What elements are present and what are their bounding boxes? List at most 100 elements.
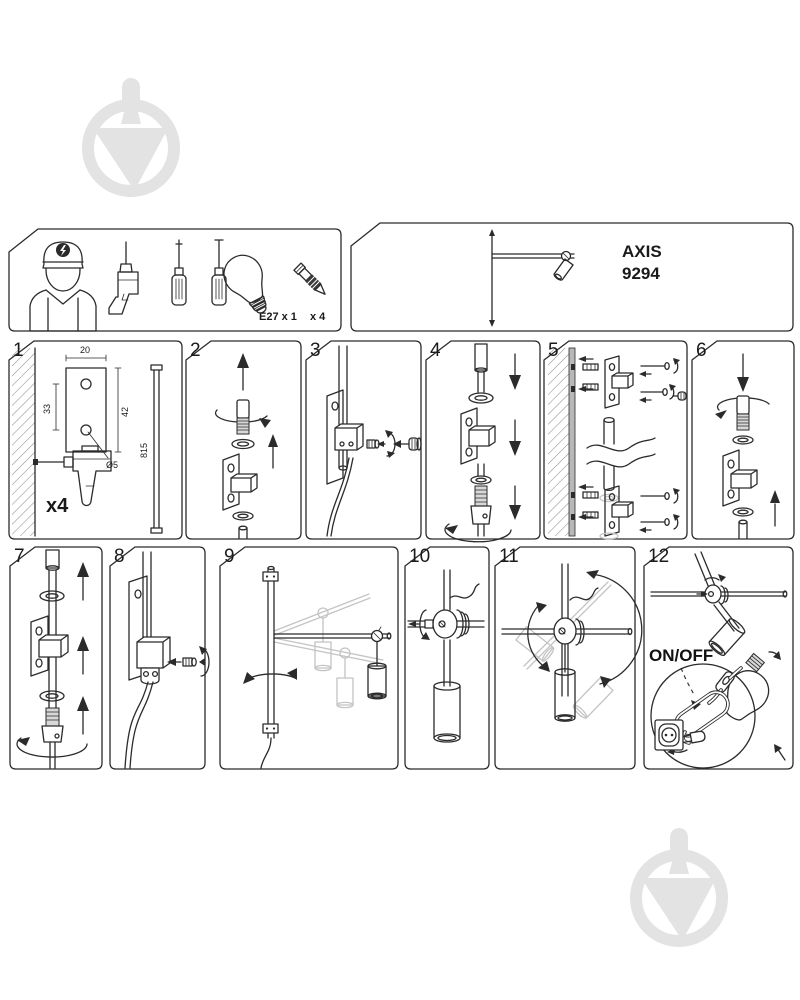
tools-required-box: E27 x 1 x 4 bbox=[8, 228, 342, 332]
step-8-panel: 8 bbox=[109, 546, 210, 770]
rotation-arrow bbox=[243, 668, 297, 684]
holes-qty-label: x4 bbox=[46, 495, 69, 517]
electrician-worker-icon bbox=[29, 241, 97, 332]
bulb-socket-label: E27 x 1 bbox=[259, 311, 297, 323]
step-7-panel: 7 bbox=[9, 546, 103, 770]
mounting-plate-dimension-drawing: 20 33 42 Ø5 bbox=[42, 345, 130, 470]
step-number: 4 bbox=[430, 340, 441, 361]
step-number: 10 bbox=[409, 546, 431, 567]
step-number: 1 bbox=[13, 340, 24, 361]
wall-bracket bbox=[604, 485, 634, 537]
wall-plug-screw-icon bbox=[293, 262, 326, 295]
wall-bracket bbox=[30, 615, 69, 677]
threaded-coupler bbox=[470, 485, 492, 537]
step-12-panel: 12 ON/OFF bbox=[643, 546, 794, 770]
step-number: 5 bbox=[548, 340, 559, 361]
up-arrow bbox=[770, 490, 780, 527]
rotation-arrow bbox=[715, 397, 770, 419]
step-11-panel: 11 bbox=[494, 546, 643, 770]
threaded-stud bbox=[736, 395, 750, 415]
rod-with-break bbox=[586, 416, 656, 503]
left-arrow bbox=[167, 658, 182, 666]
step-number: 6 bbox=[696, 340, 707, 361]
rod bbox=[738, 519, 748, 539]
onoff-pointer-dashed bbox=[680, 667, 696, 697]
wall-outlet bbox=[654, 719, 684, 751]
power-cord bbox=[124, 681, 154, 769]
wall-anchors-bottom bbox=[578, 484, 599, 520]
flat-screwdriver-icon bbox=[211, 239, 227, 306]
svg-text:815: 815 bbox=[139, 443, 149, 458]
wall-section bbox=[12, 347, 38, 537]
washer bbox=[232, 511, 254, 521]
step-6-panel: 6 bbox=[691, 340, 795, 540]
threaded-coupler bbox=[41, 707, 64, 769]
screwdriver-tip bbox=[199, 658, 205, 666]
step-number: 12 bbox=[648, 546, 670, 567]
wall-anchors-top bbox=[578, 356, 599, 392]
rod bbox=[238, 525, 248, 539]
switch-label: ON/OFF bbox=[649, 646, 714, 665]
arm-assembly bbox=[650, 551, 788, 632]
swivel-joint bbox=[553, 617, 585, 646]
up-arrows bbox=[77, 562, 89, 735]
rotation-arrows bbox=[527, 570, 643, 688]
product-box: AXIS 9294 bbox=[350, 222, 794, 332]
lamp-shade bbox=[554, 643, 576, 722]
washer bbox=[39, 590, 65, 602]
wall-bracket bbox=[222, 453, 258, 511]
screwdriver bbox=[393, 437, 422, 451]
down-arrow bbox=[737, 353, 749, 392]
wall-bracket bbox=[722, 449, 758, 507]
svg-text:20: 20 bbox=[80, 345, 90, 355]
light-bulb-icon bbox=[223, 254, 267, 314]
rotation-arrow bbox=[199, 646, 210, 677]
step-number: 11 bbox=[499, 546, 519, 567]
ghost-arm-positions bbox=[273, 593, 384, 709]
drill-icon bbox=[37, 445, 112, 507]
step-3-panel: 3 bbox=[305, 340, 422, 540]
step-1-panel: 1 20 33 42 Ø5 bbox=[8, 340, 183, 540]
washer bbox=[231, 438, 255, 450]
pole bbox=[262, 565, 279, 739]
power-cord bbox=[260, 737, 272, 769]
washer bbox=[732, 435, 754, 445]
step-number: 3 bbox=[310, 340, 321, 361]
screws-qty-label: x 4 bbox=[310, 311, 326, 323]
product-brand: AXIS bbox=[622, 242, 662, 261]
store-trowel-watermark bbox=[630, 828, 728, 947]
swivel-joint bbox=[432, 609, 470, 639]
lamp-shade bbox=[708, 618, 746, 657]
screws-bottom bbox=[639, 488, 680, 533]
screwdriver bbox=[673, 391, 687, 401]
threaded-stud bbox=[236, 399, 250, 419]
thumbscrew bbox=[408, 609, 434, 640]
step-9-panel: 9 bbox=[219, 546, 399, 770]
rotation-arrow bbox=[377, 430, 396, 458]
step-5-panel: 5 bbox=[543, 340, 688, 540]
store-trowel-watermark bbox=[82, 78, 180, 197]
rod bbox=[142, 551, 152, 647]
step-2-panel: 2 bbox=[185, 340, 302, 540]
drill-icon bbox=[108, 241, 139, 315]
lamp-socket bbox=[367, 626, 387, 700]
rotation-arrow bbox=[16, 737, 88, 758]
step-4-panel: 4 bbox=[425, 340, 541, 543]
screws-top bbox=[639, 358, 680, 403]
washer bbox=[39, 690, 65, 702]
power-cord bbox=[326, 457, 350, 537]
step-number: 8 bbox=[114, 546, 125, 567]
phillips-screwdriver-icon bbox=[171, 239, 187, 306]
lamp-overview-drawing bbox=[489, 229, 575, 327]
svg-text:42: 42 bbox=[120, 407, 130, 417]
up-arrow bbox=[268, 434, 278, 469]
wall-section bbox=[548, 347, 576, 537]
product-model: 9294 bbox=[622, 264, 660, 283]
wall-bracket bbox=[326, 389, 364, 485]
svg-text:Ø5: Ø5 bbox=[106, 460, 118, 470]
pole bbox=[443, 569, 451, 687]
lamp-shade bbox=[433, 681, 461, 743]
step-number: 2 bbox=[190, 340, 201, 361]
bulb-pointer-arrow bbox=[774, 744, 786, 761]
